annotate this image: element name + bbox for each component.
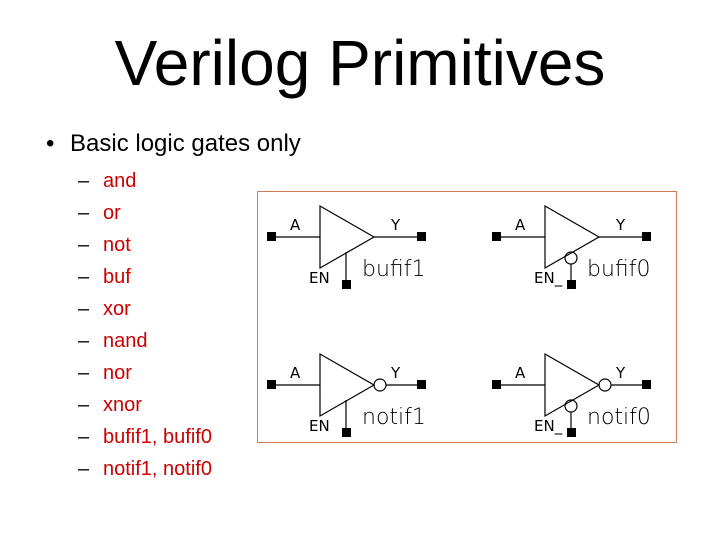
- input-terminal: [267, 380, 276, 389]
- list-item: –or: [78, 197, 212, 229]
- list-item: –xnor: [78, 389, 212, 421]
- gate-bufif0: A Y EN_ bufif0: [492, 204, 651, 289]
- list-item: –buf: [78, 261, 212, 293]
- output-bubble: [373, 378, 387, 392]
- output-terminal: [417, 380, 426, 389]
- list-item: –xor: [78, 293, 212, 325]
- enable-terminal: [567, 428, 576, 437]
- list-item: –nand: [78, 325, 212, 357]
- bullet-item: • Basic logic gates only: [46, 128, 301, 160]
- enable-bubble: [564, 399, 578, 413]
- list-item-text: nor: [103, 362, 132, 384]
- enable-label: EN: [309, 269, 330, 287]
- gate-name-label: bufif1: [362, 257, 426, 282]
- list-item-text: xor: [103, 298, 131, 320]
- output-label: Y: [390, 364, 401, 382]
- gate-name-label: notif1: [362, 405, 426, 430]
- input-terminal: [492, 232, 501, 241]
- output-label: Y: [390, 216, 401, 234]
- output-label: Y: [615, 364, 626, 382]
- gate-triangle: [319, 204, 376, 270]
- enable-terminal: [342, 428, 351, 437]
- output-terminal: [417, 232, 426, 241]
- input-terminal: [267, 232, 276, 241]
- input-label: A: [290, 216, 301, 234]
- input-label: A: [515, 216, 526, 234]
- list-item: –notif1, notif0: [78, 453, 212, 485]
- list-item-text: or: [103, 202, 121, 224]
- bullet-dot: •: [46, 130, 55, 157]
- list-item: –bufif1, bufif0: [78, 421, 212, 453]
- list-item-text: nand: [103, 330, 148, 352]
- list-item: –nor: [78, 357, 212, 389]
- gate-notif1: A Y EN notif1: [267, 352, 426, 437]
- enable-label: EN: [309, 417, 330, 435]
- list-item-text: xnor: [103, 394, 142, 416]
- slide-title: Verilog Primitives: [114, 27, 606, 99]
- output-bubble: [598, 378, 612, 392]
- gate-name-label: notif0: [587, 405, 651, 430]
- list-item-text: buf: [103, 266, 131, 288]
- list-item-text: and: [103, 170, 137, 192]
- bullet-text: Basic logic gates only: [70, 130, 301, 157]
- list-item-text: bufif1, bufif0: [103, 426, 212, 448]
- gate-bufif1: A Y EN bufif1: [267, 204, 426, 289]
- gate-list: –and –or –not –buf –xor –nand –nor –xnor…: [78, 165, 212, 485]
- output-label: Y: [615, 216, 626, 234]
- gate-notif0: A Y EN_ notif0: [492, 352, 651, 437]
- enable-terminal: [567, 280, 576, 289]
- list-item-text: notif1, notif0: [103, 458, 212, 480]
- gate-name-label: bufif0: [587, 257, 651, 282]
- enable-label: EN_: [534, 417, 563, 436]
- input-label: A: [515, 364, 526, 382]
- input-label: A: [290, 364, 301, 382]
- enable-bubble: [564, 251, 578, 265]
- enable-terminal: [342, 280, 351, 289]
- list-item: –and: [78, 165, 212, 197]
- gate-triangle: [319, 352, 376, 418]
- list-item-text: not: [103, 234, 131, 256]
- list-item: –not: [78, 229, 212, 261]
- enable-label: EN_: [534, 269, 563, 288]
- output-terminal: [642, 232, 651, 241]
- output-terminal: [642, 380, 651, 389]
- input-terminal: [492, 380, 501, 389]
